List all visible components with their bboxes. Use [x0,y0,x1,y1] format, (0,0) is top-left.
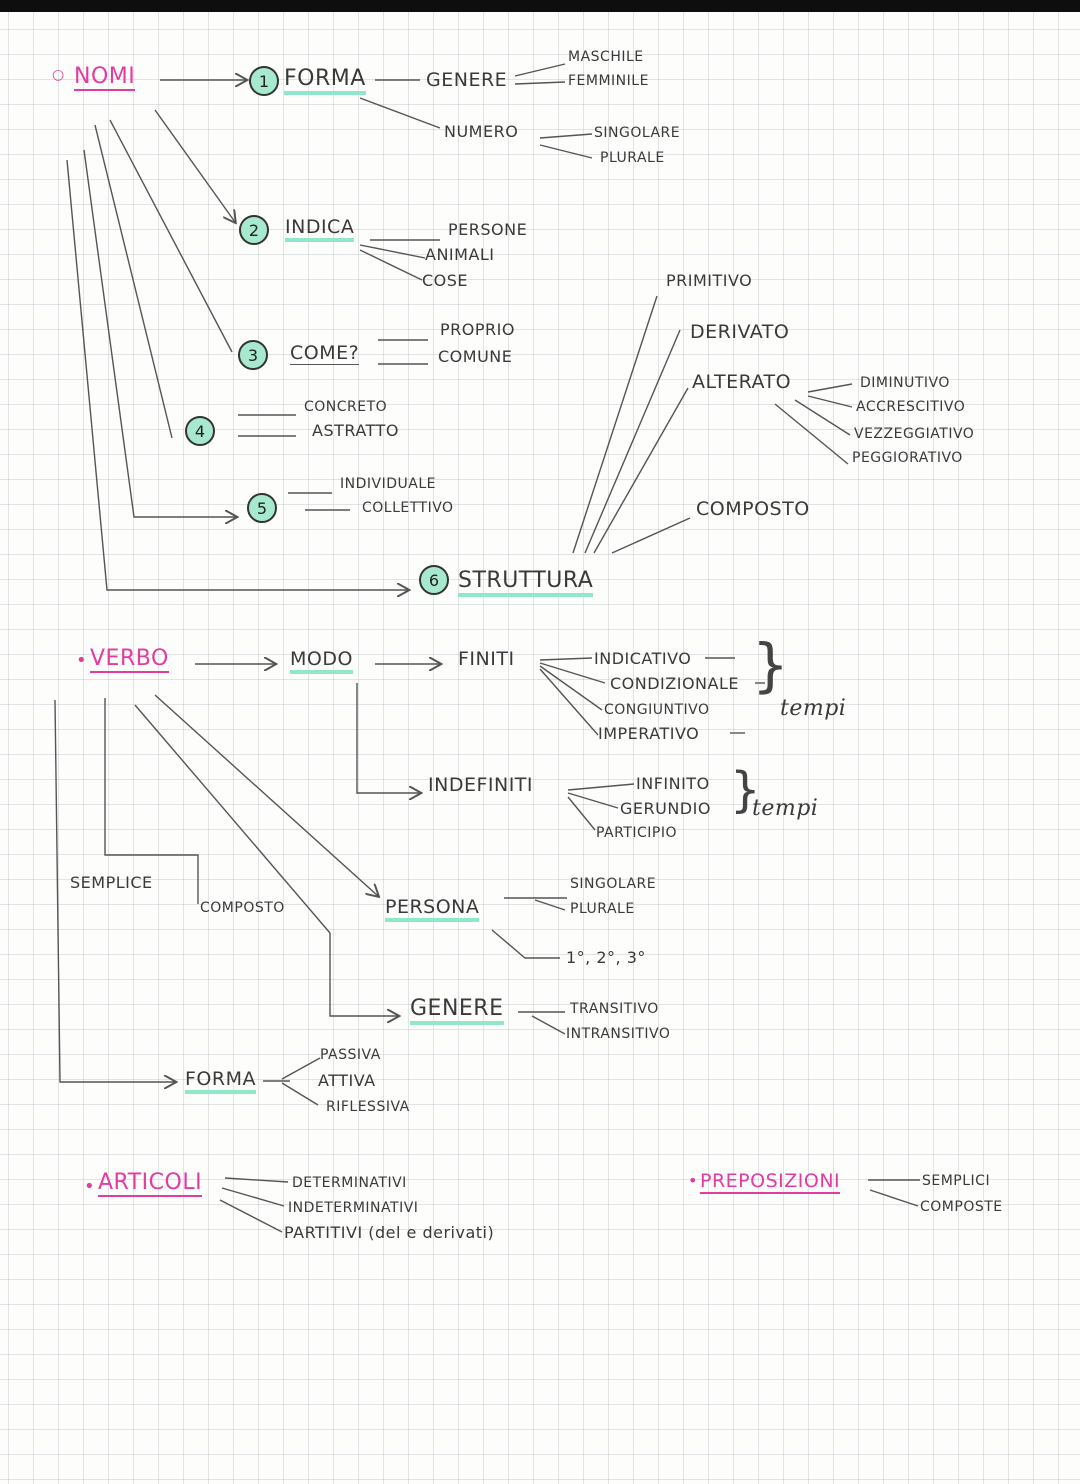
verbo-modo-label: MODO [290,650,353,674]
brace-finiti: } [752,631,789,699]
bullet-dot: • [84,1176,96,1197]
forma-item-riflessiva: RIFLESSIVA [326,1099,410,1115]
forma-item-passiva: PASSIVA [320,1047,381,1063]
alterato-label: ALTERATO [692,371,792,393]
verbo-indefiniti-label: INDEFINITI [428,774,534,796]
femminile-label: FEMMINILE [568,73,649,89]
astratto-label: ASTRATTO [312,421,399,440]
verbo-semplice-label: SEMPLICE [70,873,153,892]
forma-item-attiva: ATTIVA [318,1071,376,1090]
persone-label: PERSONE [448,220,528,239]
verbo-genere-label: GENERE [410,998,504,1025]
concreto-label: CONCRETO [304,399,388,415]
nomi-indica-label: INDICA [285,218,355,242]
verbo-title: VERBO [90,646,169,673]
nomi-come-label: COME? [290,342,360,365]
finiti-item-indicativo: INDICATIVO [594,649,692,668]
tempi-indefiniti: tempi [752,796,819,821]
collettivo-label: COLLETTIVO [362,500,454,516]
genere-item-intransitivo: INTRANSITIVO [566,1026,671,1042]
peggiorativo-label: PEGGIORATIVO [852,450,963,466]
verbo-finiti-label: FINITI [458,648,515,670]
nomi-struttura-label: STRUTTURA [458,570,594,597]
page-top-edge [0,0,1080,12]
diminutivo-label: DIMINUTIVO [860,375,950,391]
composto-label: COMPOSTO [696,498,810,520]
animali-label: ANIMALI [425,245,495,264]
vezzeggiativo-label: VEZZEGGIATIVO [854,426,975,442]
articoli-item-indeterminativi: INDETERMINATIVI [288,1200,419,1216]
number-badge-3: 3 [238,340,268,370]
number-badge-6: 6 [419,565,449,595]
preposizioni-item-semplici: SEMPLICI [922,1173,991,1189]
cose-label: COSE [422,271,469,290]
nomi-forma-label: FORMA [284,68,366,95]
finiti-item-condizionale: CONDIZIONALE [610,674,739,693]
derivato-label: DERIVATO [690,321,790,343]
persona-item-singolare: SINGOLARE [570,876,657,892]
nomi-title: NOMI [74,64,136,91]
number-badge-5: 5 [247,493,277,523]
articoli-item-partitivi: PARTITIVI (del e derivati) [284,1223,495,1242]
primitivo-label: PRIMITIVO [666,271,753,290]
verbo-forma-label: FORMA [185,1070,256,1094]
nomi-genere-label: GENERE [426,69,508,91]
finiti-item-imperativo: IMPERATIVO [598,724,700,743]
persona-item-plurale: PLURALE [570,901,635,917]
preposizioni-item-composte: COMPOSTE [920,1199,1003,1215]
bullet-dot: ○ [52,67,65,83]
bullet-dot: • [688,1171,698,1190]
plurale-label: PLURALE [600,150,665,166]
brace-indefiniti: } [730,762,761,818]
number-badge-1: 1 [249,66,279,96]
verbo-composto-label: COMPOSTO [200,900,285,916]
individuale-label: INDIVIDUALE [340,476,436,492]
indefiniti-item-participio: PARTICIPIO [596,825,678,841]
indefiniti-item-infinito: INFINITO [636,774,710,793]
persona-numbers: 1°, 2°, 3° [566,948,646,967]
singolare-label: SINGOLARE [594,125,681,141]
genere-item-transitivo: TRANSITIVO [570,1001,659,1017]
accrescitivo-label: ACCRESCITIVO [856,399,966,415]
number-badge-4: 4 [185,416,215,446]
indefiniti-item-gerundio: GERUNDIO [620,799,711,818]
maschile-label: MASCHILE [568,49,644,65]
nomi-numero-label: NUMERO [444,122,519,141]
verbo-persona-label: PERSONA [385,898,480,922]
bullet-dot: • [76,650,88,671]
preposizioni-title: PREPOSIZIONI [700,1170,841,1194]
number-badge-2: 2 [239,215,269,245]
comune-label: COMUNE [438,347,513,366]
finiti-item-congiuntivo: CONGIUNTIVO [604,702,710,718]
tempi-finiti: tempi [780,696,847,721]
articoli-item-determinativi: DETERMINATIVI [292,1175,407,1191]
proprio-label: PROPRIO [440,320,515,339]
articoli-title: ARTICOLI [98,1170,203,1197]
